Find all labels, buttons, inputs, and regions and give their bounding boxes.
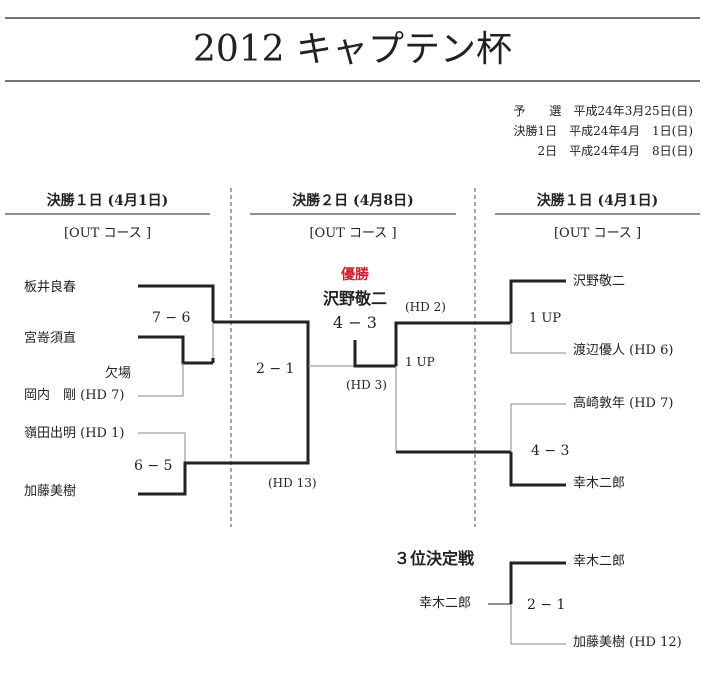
champion-label: 優勝 [341,267,369,283]
bracket-line [138,366,310,496]
schedule-label: 2日 [537,144,558,158]
match-score: 4 − 3 [531,443,570,459]
column-heading-right: 決勝１日 (4月1日) [536,193,659,209]
schedule-row-final-day1: 決勝1日 平成24年4月 1日(日) [513,124,693,138]
bracket-line [138,432,186,463]
third-place-title: ３位決定戦 [394,549,475,568]
bracket-line [138,284,215,322]
schedule-date: 平成24年3月25日(日) [573,104,693,118]
page-title: 2012 キャプテン杯 [192,29,513,70]
handicap-label: (HD 3) [346,378,387,392]
bracket-line [510,604,566,645]
player-name: 高崎敦年 (HD 7) [573,396,674,411]
player-name: 嶺田出明 (HD 1) [24,426,125,441]
semi-score: 2 − 1 [256,361,295,377]
bracket-line [510,403,566,452]
player-name: 加藤美樹 [24,484,77,499]
player-name: 幸木二郎 [419,596,472,611]
final-score: 4 − 3 [333,313,377,332]
player-name: 宮嵜須直 [24,331,77,346]
schedule-row-qualifier: 予 選 平成24年3月25日(日) [513,104,693,118]
schedule-label: 決勝1日 [513,124,558,138]
match-score: 6 − 5 [134,458,173,474]
match-score: 1 UP [529,311,562,326]
bracket-line [138,363,184,397]
schedule-row-final-day2: 2日 平成24年4月 8日(日) [537,144,693,158]
bracket-line [394,321,511,366]
schedule-date: 平成24年4月 1日(日) [569,124,693,138]
match-score: 7 − 6 [152,310,191,326]
player-name: 加藤美樹 (HD 12) [573,635,682,650]
bracket-line [353,340,396,368]
course-label-right: [OUT コース ] [553,226,642,241]
bracket-line [509,561,566,604]
course-label-left: [OUT コース ] [63,226,152,241]
player-name: 渡辺優人 (HD 6) [573,343,674,358]
bracket-line [510,323,566,354]
player-name: 沢野敬二 [573,274,626,289]
bracket-line [509,279,566,323]
player-name: 幸木二郎 [573,476,626,491]
player-name: 岡内 剛 (HD 7) [24,388,125,403]
withdrawal-label: 欠場 [105,366,132,381]
handicap-label: (HD 13) [268,476,317,490]
bracket-line [509,452,566,487]
player-name: 幸木二郎 [573,554,626,569]
champion-name: 沢野敬二 [322,289,387,308]
schedule-label: 予 選 [513,104,562,118]
semi-score: 1 UP [405,355,435,369]
player-name: 板井良春 [24,280,77,295]
column-heading-left: 決勝１日 (4月1日) [46,193,169,209]
handicap-label: (HD 2) [405,300,446,314]
bracket-line [213,320,310,366]
schedule-date: 平成24年4月 8日(日) [569,144,693,158]
course-label-center: [OUT コース ] [309,226,397,241]
column-heading-center: 決勝２日 (4月8日) [292,193,414,209]
match-score: 2 − 1 [527,597,566,613]
bracket-line [138,335,213,365]
